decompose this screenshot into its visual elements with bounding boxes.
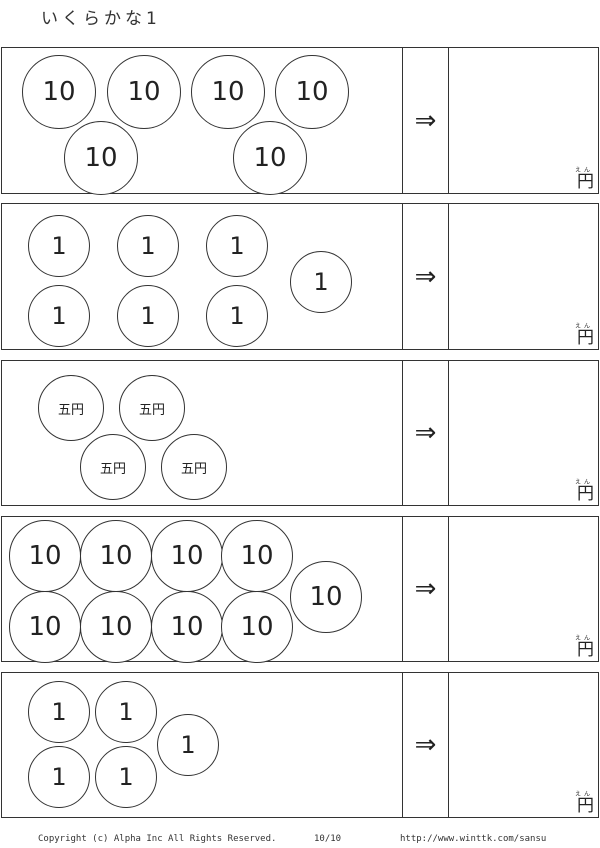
worksheet-title: いくらかな1 [41,9,161,29]
page-number: 10/10 [314,834,342,844]
yen-ruby: えん [574,635,593,642]
coin: 10 [22,55,96,129]
coin: 1 [206,285,268,347]
problem-row: ⇒ えん 円 [1,516,599,662]
coin: 1 [290,251,352,313]
site-url: http://www.winttk.com/sansu [400,834,547,844]
coin: 10 [233,121,307,195]
divider [402,517,403,661]
coin: 10 [290,561,362,633]
coin: 10 [275,55,349,129]
divider [402,673,403,817]
coin: 10 [221,520,293,592]
yen-ruby: えん [574,167,593,174]
divider [448,48,449,193]
coin: 10 [151,520,223,592]
coin: 10 [107,55,181,129]
arrow-icon: ⇒ [414,261,437,292]
yen-label: 円 [577,640,594,660]
divider [402,361,403,505]
coin: 1 [28,215,90,277]
coin: 10 [9,591,81,663]
divider [402,48,403,193]
coin: 1 [117,285,179,347]
coin: 1 [206,215,268,277]
coin: 1 [95,746,157,808]
coin: 10 [221,591,293,663]
coin: 10 [151,591,223,663]
divider [448,204,449,349]
arrow-icon: ⇒ [414,730,437,760]
divider [448,673,449,817]
yen-label: 円 [577,796,594,816]
copyright: Copyright (c) Alpha Inc All Rights Reser… [38,834,277,844]
divider [402,204,403,349]
coin: 五円 [38,375,104,441]
yen-label: 円 [577,484,594,504]
problem-row: ⇒ えん 円 [1,360,599,506]
coin: 1 [28,681,90,743]
coin: 1 [117,215,179,277]
divider [448,517,449,661]
problem-row: ⇒ えん 円 [1,203,599,350]
coin: 1 [28,285,90,347]
yen-ruby: えん [574,479,593,486]
coin: 五円 [80,434,146,500]
coin: 1 [28,746,90,808]
divider [448,361,449,505]
arrow-icon: ⇒ [414,574,437,604]
yen-label: 円 [577,328,594,348]
arrow-icon: ⇒ [414,105,437,136]
arrow-icon: ⇒ [414,418,437,448]
coin: 10 [9,520,81,592]
coin: 五円 [161,434,227,500]
problem-row: ⇒ えん 円 [1,672,599,818]
problem-row: ⇒ えん 円 [1,47,599,194]
coin: 10 [191,55,265,129]
coin: 10 [80,591,152,663]
yen-ruby: えん [574,323,593,330]
coin: 10 [80,520,152,592]
coin: 1 [95,681,157,743]
coin: 10 [64,121,138,195]
coin: 五円 [119,375,185,441]
yen-label: 円 [577,172,594,192]
coin: 1 [157,714,219,776]
yen-ruby: えん [574,791,593,798]
